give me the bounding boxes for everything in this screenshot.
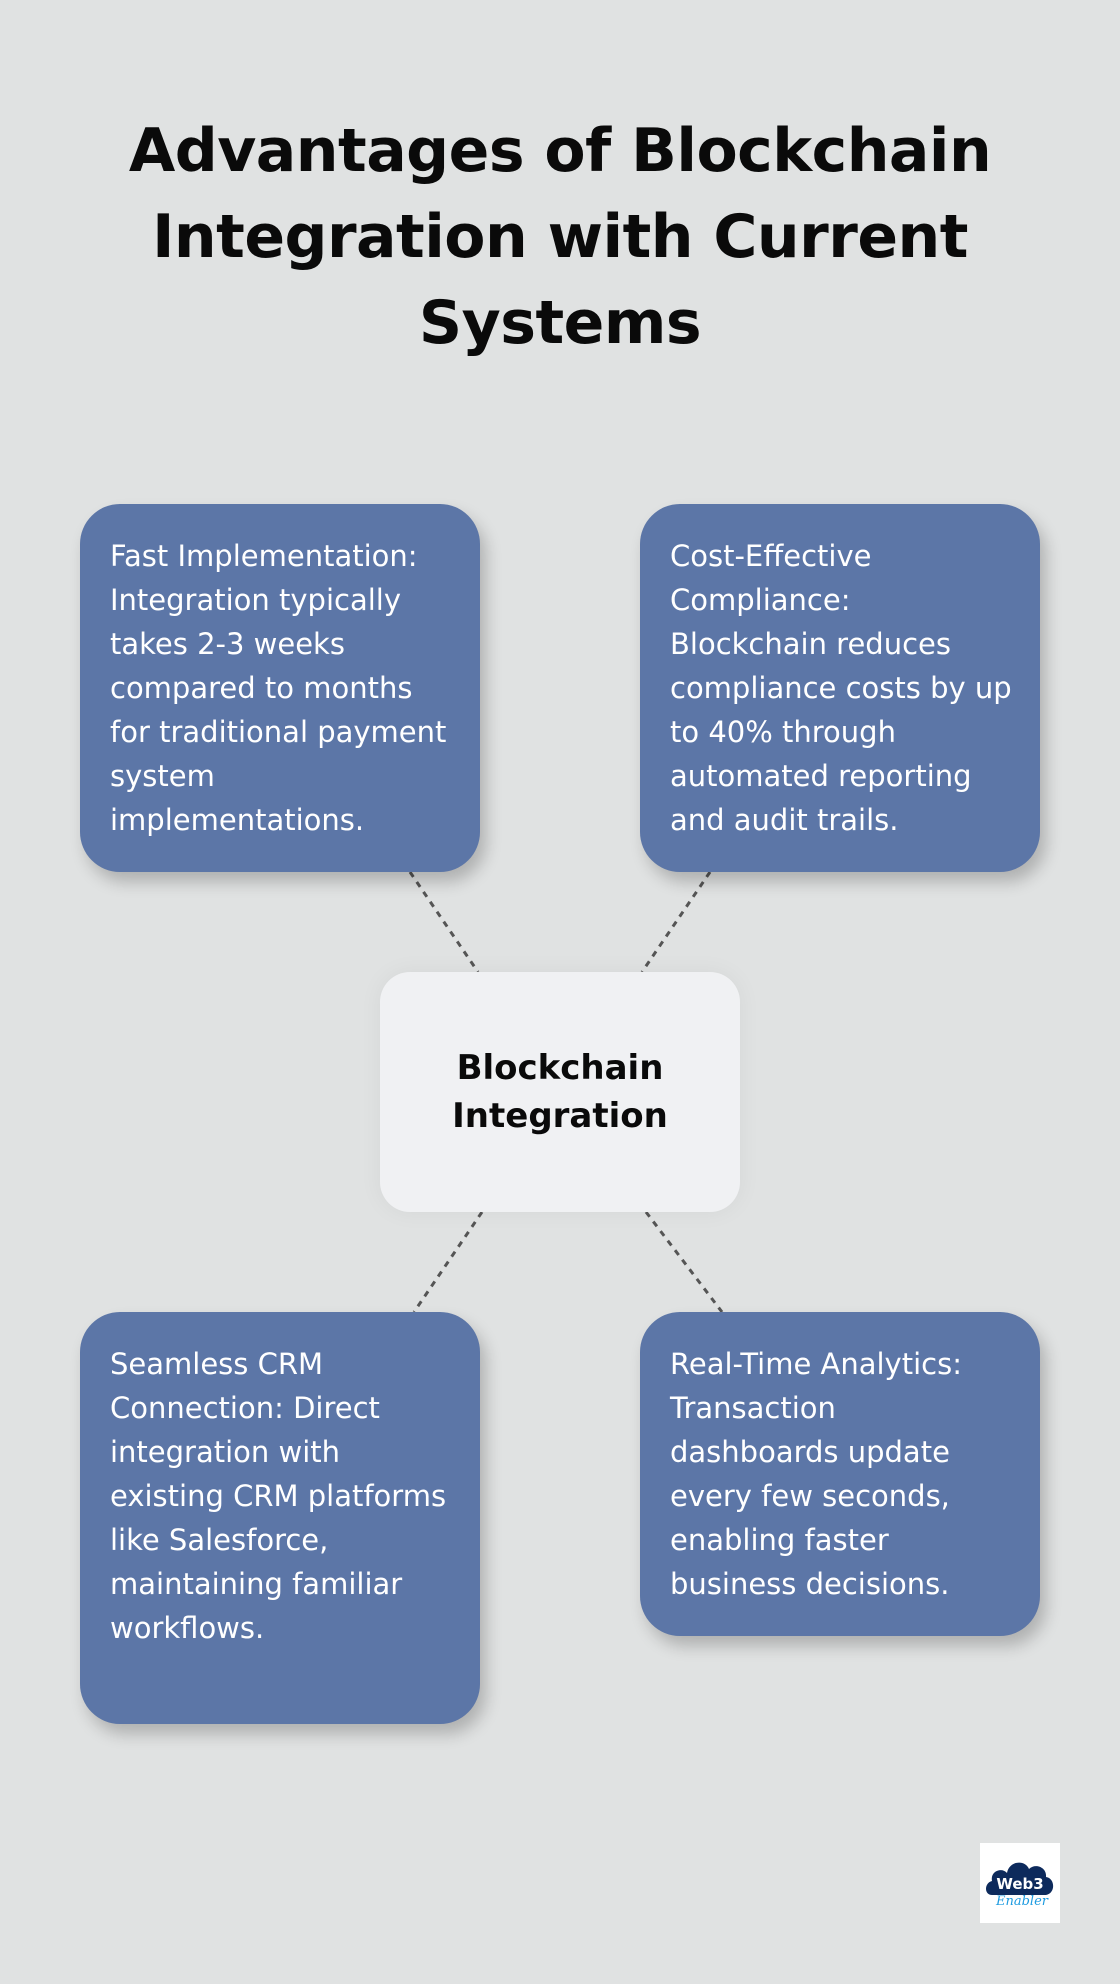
connector-bottom-left	[412, 1211, 484, 1313]
advantage-card-text: Fast Implementation: Integration typical…	[110, 539, 447, 837]
hub-label: Blockchain Integration	[452, 1048, 668, 1136]
central-hub: Blockchain Integration	[380, 972, 740, 1212]
page-title: Advantages of Blockchain Integration wit…	[128, 116, 992, 358]
advantage-card-cost-effective-compliance: Cost-Effective Compliance: Blockchain re…	[640, 504, 1040, 872]
advantage-card-text: Seamless CRM Connection: Direct integrat…	[110, 1347, 447, 1645]
advantage-card-real-time-analytics: Real-Time Analytics: Transaction dashboa…	[640, 1312, 1040, 1636]
connector-top-left	[408, 871, 480, 973]
connector-bottom-right	[644, 1211, 724, 1313]
connector-top-right	[640, 871, 712, 973]
advantage-card-text: Cost-Effective Compliance: Blockchain re…	[670, 539, 1012, 837]
web3-cloud-logo-icon: Web3 Enabler	[986, 1862, 1054, 1909]
logo-line-2: Enabler	[995, 1894, 1049, 1909]
advantage-card-seamless-crm-connection: Seamless CRM Connection: Direct integrat…	[80, 1312, 480, 1724]
logo-line-1: Web3	[996, 1875, 1043, 1893]
advantage-card-fast-implementation: Fast Implementation: Integration typical…	[80, 504, 480, 872]
advantage-card-text: Real-Time Analytics: Transaction dashboa…	[670, 1347, 962, 1601]
web3-enabler-logo: Web3 Enabler	[980, 1843, 1060, 1923]
